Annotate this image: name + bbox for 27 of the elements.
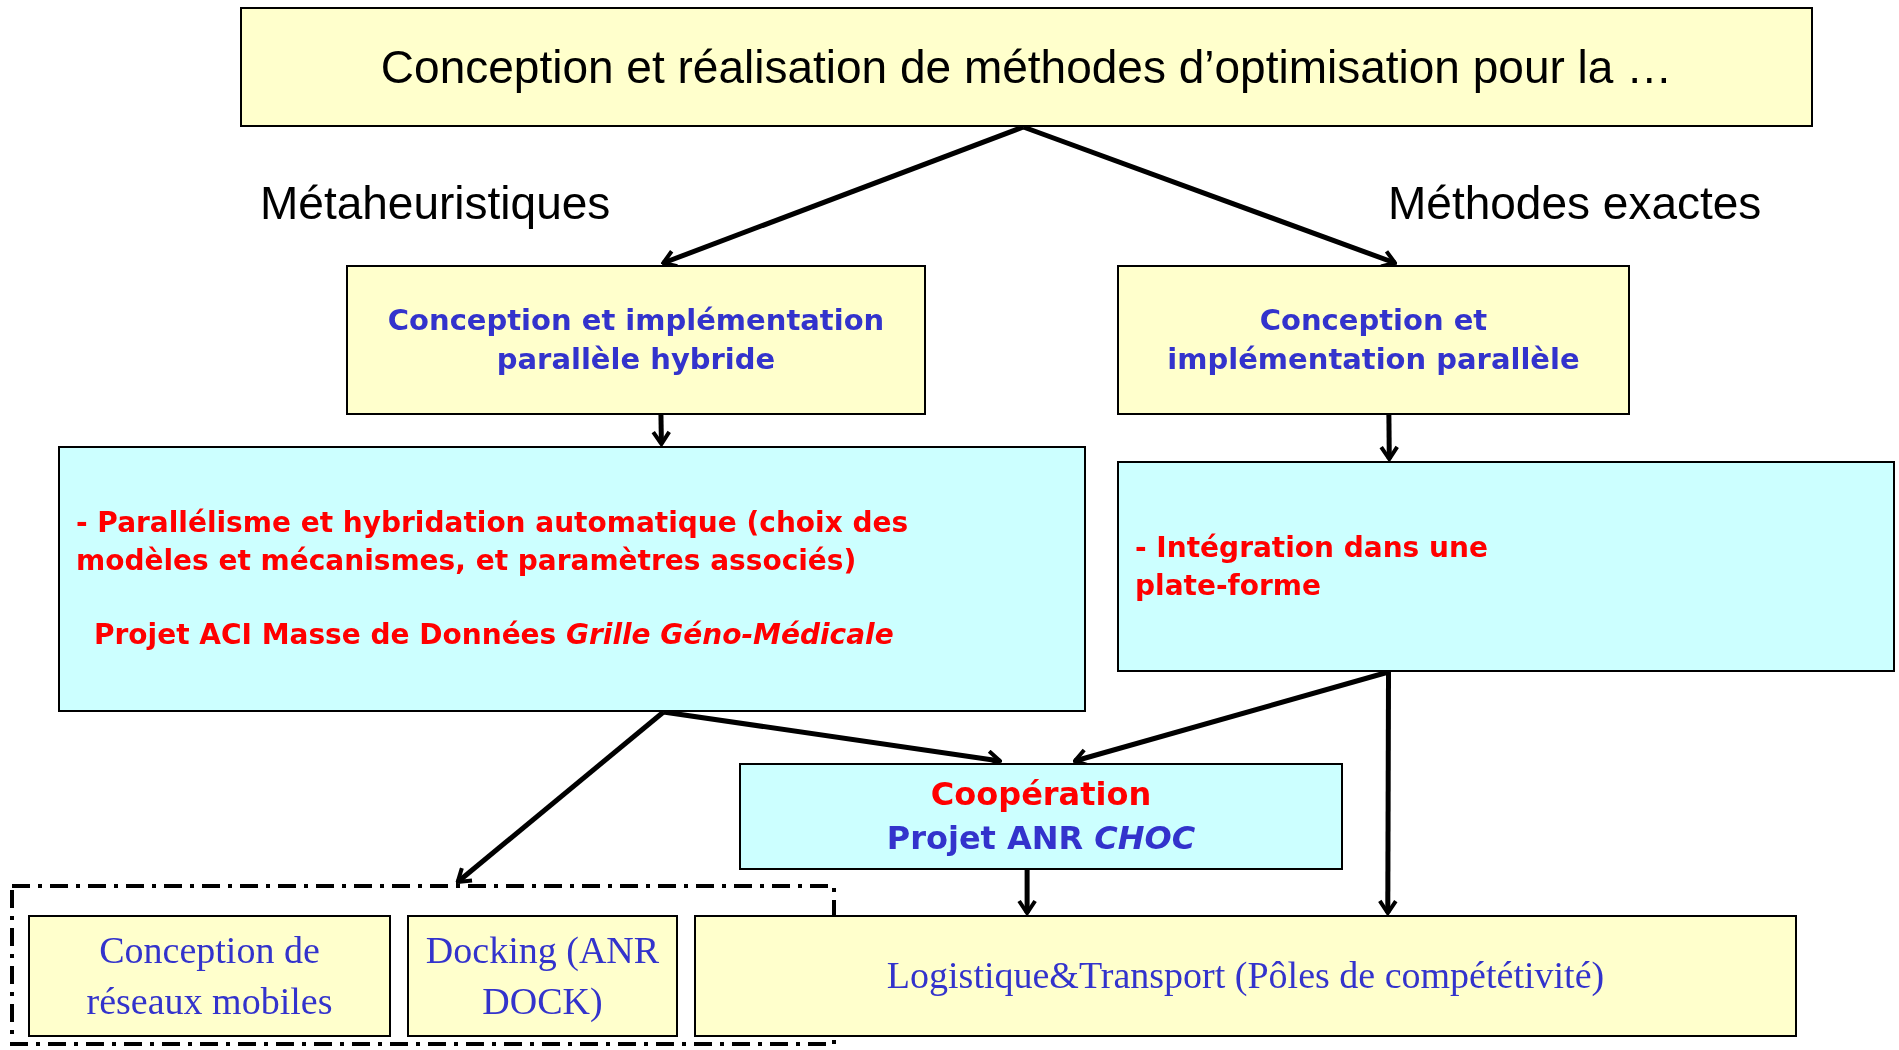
method-box (346, 265, 926, 415)
node-text: Logistique&Transport (Pôles de compététivité) (886, 953, 1605, 999)
node-text: Conception et réalisation de méthodes d’optimisation pour la … (380, 39, 1673, 95)
node-text: Projet ACI Masse de Données Grille Géno-Médicale (93, 616, 895, 653)
arrow (651, 414, 672, 446)
node-text: Projet ANR CHOC (886, 817, 1196, 859)
detail-box (58, 446, 1086, 712)
node-text: Conception de réseaux mobiles (85, 927, 334, 1024)
node-text: Conception et implémentation parallèle hybride (386, 301, 886, 378)
detail-box (1117, 461, 1895, 672)
cooperation-box (739, 763, 1343, 870)
application-box (694, 915, 1797, 1037)
arrow (1377, 672, 1398, 915)
title-box (240, 7, 1813, 127)
arrow (1017, 870, 1038, 915)
node-text: Docking (ANR DOCK) (424, 927, 661, 1024)
node-text: Coopération (930, 774, 1152, 816)
node-text: - Parallélisme et hybridation automatique (choix des modèles et mécanismes, et paramètres associés) (76, 505, 910, 580)
branch-label: Méthodes exactes (1388, 176, 1762, 230)
node-text: - Intégration dans une plate-forme (1135, 529, 1489, 604)
node-text: Conception et implémentation parallèle (1166, 301, 1581, 378)
branch-label: Métaheuristiques (260, 176, 611, 230)
application-box (407, 915, 678, 1037)
arrow (455, 710, 666, 884)
method-box (1117, 265, 1630, 415)
arrow (1379, 414, 1400, 461)
application-box (28, 915, 391, 1037)
